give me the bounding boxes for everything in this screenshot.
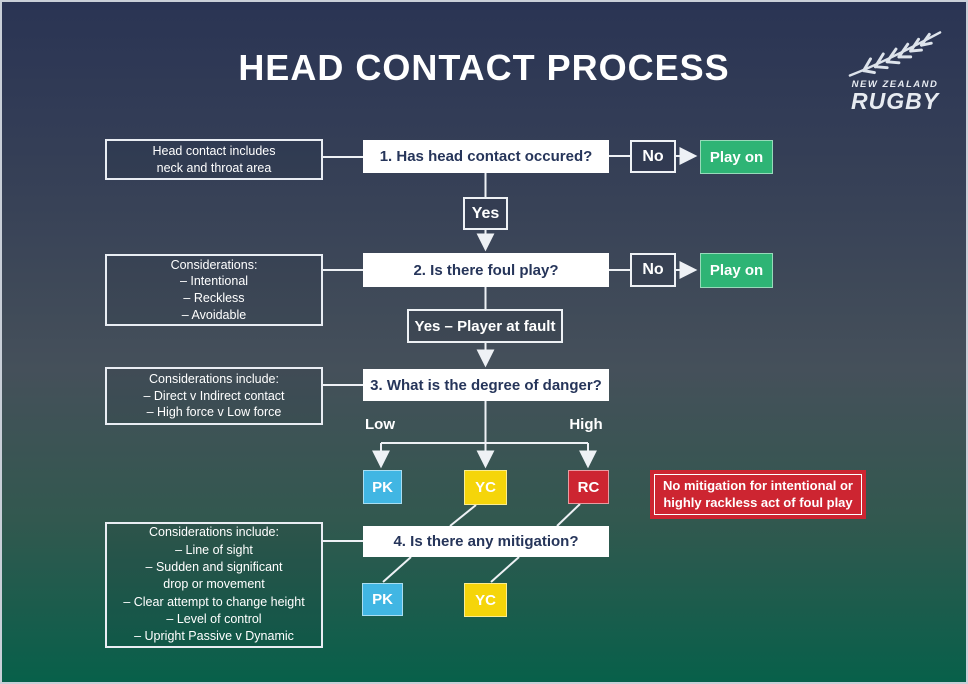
no-mitigation-note: No mitigation for intentional or highly … (650, 470, 866, 519)
low-label: Low (365, 416, 395, 433)
yellow-card-chip-top: YC (464, 470, 507, 505)
play-on-box-1: Play on (700, 140, 773, 174)
yellow-card-chip-bottom: YC (464, 583, 507, 617)
logo-region-text: NEW ZEALAND (851, 79, 939, 90)
side-note-degree-of-danger: Considerations include: – Direct v Indir… (105, 367, 323, 425)
nz-rugby-logo: NEW ZEALAND RUGBY (843, 26, 947, 115)
no-box-2: No (630, 253, 676, 287)
side-note-mitigation: Considerations include: – Line of sight … (105, 522, 323, 648)
side-note-considerations-foul-play: Considerations: – Intentional – Reckless… (105, 254, 323, 326)
question-2-box: 2. Is there foul play? (363, 253, 609, 287)
no-mitigation-note-text: No mitigation for intentional or highly … (654, 474, 862, 515)
play-on-box-2: Play on (700, 253, 773, 288)
side-note-head-contact: Head contact includes neck and throat ar… (105, 139, 323, 180)
logo-brand-text: RUGBY (850, 88, 940, 114)
red-card-chip-top: RC (568, 470, 609, 504)
high-label: High (569, 416, 603, 433)
yes-box-1: Yes (463, 197, 508, 230)
penalty-kick-chip-bottom: PK (362, 583, 403, 616)
penalty-kick-chip-top: PK (363, 470, 402, 504)
silver-fern-icon (848, 31, 942, 77)
question-4-box: 4. Is there any mitigation? (363, 526, 609, 557)
question-1-box: 1. Has head contact occured? (363, 140, 609, 173)
no-box-1: No (630, 140, 676, 173)
question-3-box: 3. What is the degree of danger? (363, 369, 609, 401)
page-title: HEAD CONTACT PROCESS (238, 47, 730, 88)
yes-player-at-fault-box: Yes – Player at fault (407, 309, 563, 343)
